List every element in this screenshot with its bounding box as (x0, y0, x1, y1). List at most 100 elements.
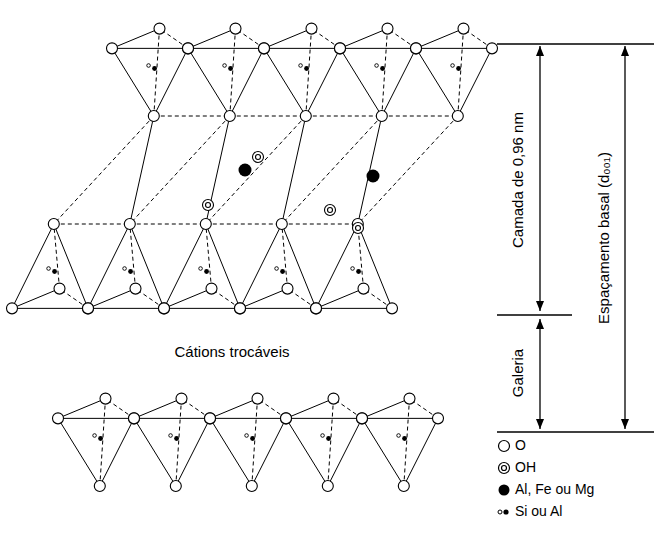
oxygen-atom (154, 23, 165, 34)
tetrahedral-cation (228, 66, 233, 71)
bond-line (130, 116, 230, 224)
oxygen-atom (200, 219, 211, 230)
oxygen-atom (129, 413, 140, 424)
bond-line (54, 224, 88, 308)
oxygen-atom (325, 205, 336, 216)
oxygen-atom (487, 43, 498, 54)
bond-line (100, 399, 106, 486)
tetrahedral-cation (456, 66, 461, 71)
bond-line (154, 116, 230, 117)
bond-line (210, 418, 252, 486)
oxygen-atom (276, 219, 287, 230)
bond-line (188, 48, 264, 49)
dimension-arrow (624, 46, 625, 429)
bond-line (58, 399, 106, 419)
bond-line (286, 399, 334, 419)
bond-line (358, 116, 382, 224)
oxygen-atom (458, 23, 469, 34)
hydroxyl-atom (328, 208, 333, 213)
bond-line (264, 29, 312, 49)
bond-line (404, 418, 438, 486)
bond-line (282, 224, 358, 225)
hydroxyl-atom (256, 155, 261, 160)
tetrahedral-cation (375, 64, 379, 68)
tetrahedral-cation-symbol (498, 510, 502, 514)
bond-line (112, 48, 188, 49)
bond-line (134, 418, 210, 419)
bond-line (112, 29, 160, 49)
bond-line (210, 418, 286, 419)
bond-line (328, 399, 334, 486)
bond-line (58, 418, 134, 419)
bond-line (240, 308, 316, 309)
oxygen-atom (203, 200, 214, 211)
tetrahedral-cation-symbol (503, 509, 508, 514)
bond-line (404, 399, 410, 486)
hydroxyl-atom (356, 226, 361, 231)
oxygen-atom (83, 303, 94, 314)
tetrahedral-cation (147, 64, 151, 68)
oxygen-atom (404, 393, 415, 404)
bond-line (458, 48, 492, 116)
bond-line (206, 224, 282, 225)
gallery-label: Galeria (509, 347, 526, 399)
bond-line (54, 224, 60, 289)
oxygen-atom (107, 43, 118, 54)
oxygen-atom (376, 111, 387, 122)
oxygen-atom (176, 393, 187, 404)
bond-line (12, 308, 88, 309)
tetrahedral-cation (199, 267, 203, 271)
oxygen-atom (206, 283, 217, 294)
tetrahedral-cation (169, 434, 173, 438)
oxygen-atom (224, 111, 235, 122)
oxygen-atom (335, 43, 346, 54)
oxygen-atom (357, 413, 368, 424)
oxygen-atom (205, 413, 216, 424)
bond-line (340, 48, 416, 49)
atoms (7, 23, 498, 491)
tetrahedral-cation (402, 436, 407, 441)
tetrahedral-cation (174, 436, 179, 441)
bond-line (54, 224, 130, 225)
oxygen-atom (253, 152, 264, 163)
bond-line (286, 418, 362, 419)
oxygen-atom (335, 43, 346, 54)
bond-line (12, 224, 54, 308)
oxygen-atom (100, 393, 111, 404)
bond-line (88, 224, 130, 308)
oxygen-atom (358, 283, 369, 294)
tetrahedral-cation (223, 64, 227, 68)
bond-line (282, 116, 306, 224)
bond-line (282, 116, 382, 224)
legend-entry: OH (515, 460, 536, 475)
bond-line (88, 308, 164, 309)
reference-line (497, 43, 654, 44)
bond-line (252, 418, 286, 486)
oxygen-atom (48, 219, 59, 230)
bond-line (252, 399, 258, 486)
bond-line (134, 399, 182, 419)
tetrahedral-cation (128, 269, 133, 274)
oxygen-atom (357, 413, 368, 424)
bond-line (164, 289, 212, 309)
bond-line (188, 48, 230, 116)
tetrahedral-cation (326, 436, 331, 441)
bond-line (362, 418, 438, 419)
tetrahedral-cation (380, 66, 385, 71)
oxygen-atom (259, 43, 270, 54)
bond-line (328, 418, 362, 486)
tetrahedral-cation (351, 267, 355, 271)
bond-line (210, 399, 258, 419)
oxygen-atom (311, 303, 322, 314)
oxygen-atom (148, 111, 159, 122)
tetrahedral-cation (321, 434, 325, 438)
tetrahedral-cation (356, 269, 361, 274)
tetrahedral-cation (304, 66, 309, 71)
octahedral-cation (367, 170, 380, 183)
bond-line (130, 116, 154, 224)
legend-entry: O (515, 438, 526, 453)
bond-line (362, 418, 404, 486)
bonds (12, 29, 492, 486)
tetrahedral-cation (397, 434, 401, 438)
